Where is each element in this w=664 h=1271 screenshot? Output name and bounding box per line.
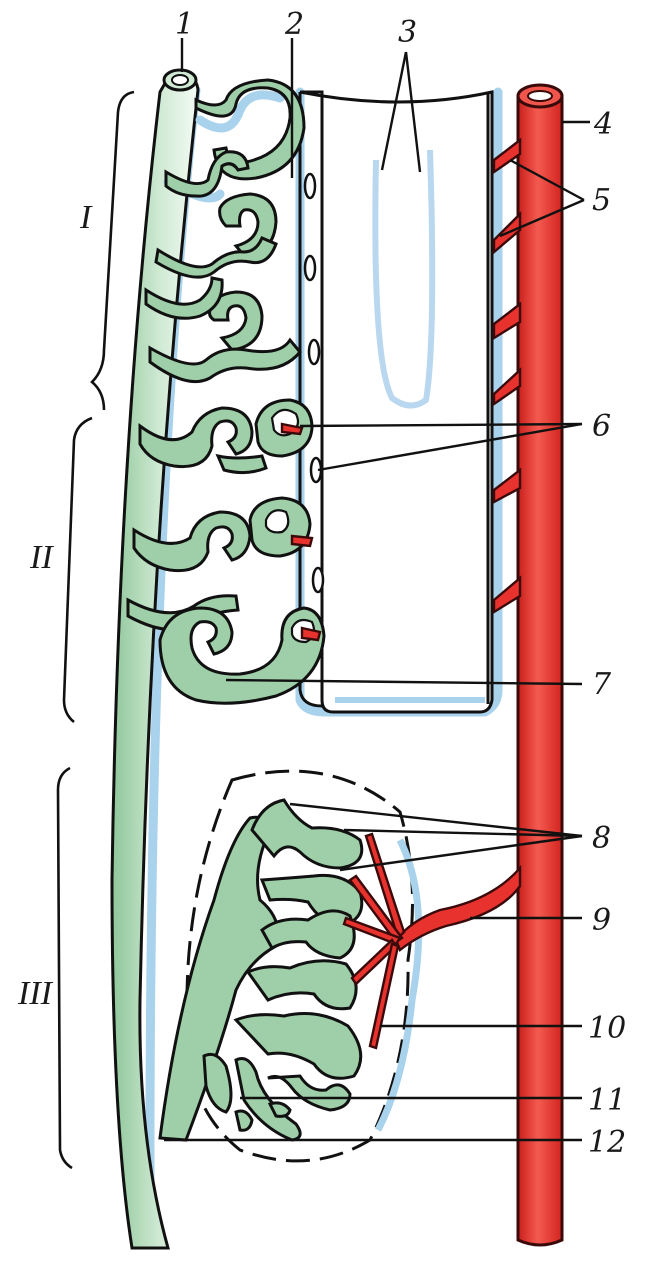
body-cavity xyxy=(300,92,498,712)
section-labels: I II III xyxy=(17,199,93,1012)
label-6: 6 xyxy=(592,409,611,444)
label-7: 7 xyxy=(592,667,612,702)
label-1: 1 xyxy=(175,7,194,42)
brace-I xyxy=(92,92,134,410)
label-11: 11 xyxy=(588,1083,626,1118)
aorta xyxy=(518,85,562,1245)
brace-II xyxy=(64,418,92,722)
brace-III xyxy=(58,768,72,1168)
label-8: 8 xyxy=(592,821,611,856)
label-12: 12 xyxy=(588,1125,626,1160)
label-5: 5 xyxy=(592,183,611,218)
section-label-II: II xyxy=(29,539,54,576)
label-2: 2 xyxy=(284,7,304,42)
label-3: 3 xyxy=(398,15,417,50)
section-label-III: III xyxy=(17,975,54,1012)
label-10: 10 xyxy=(588,1011,626,1046)
label-9: 9 xyxy=(592,903,611,938)
section-label-I: I xyxy=(79,199,93,236)
metanephros xyxy=(160,771,419,1161)
label-4: 4 xyxy=(593,107,613,142)
